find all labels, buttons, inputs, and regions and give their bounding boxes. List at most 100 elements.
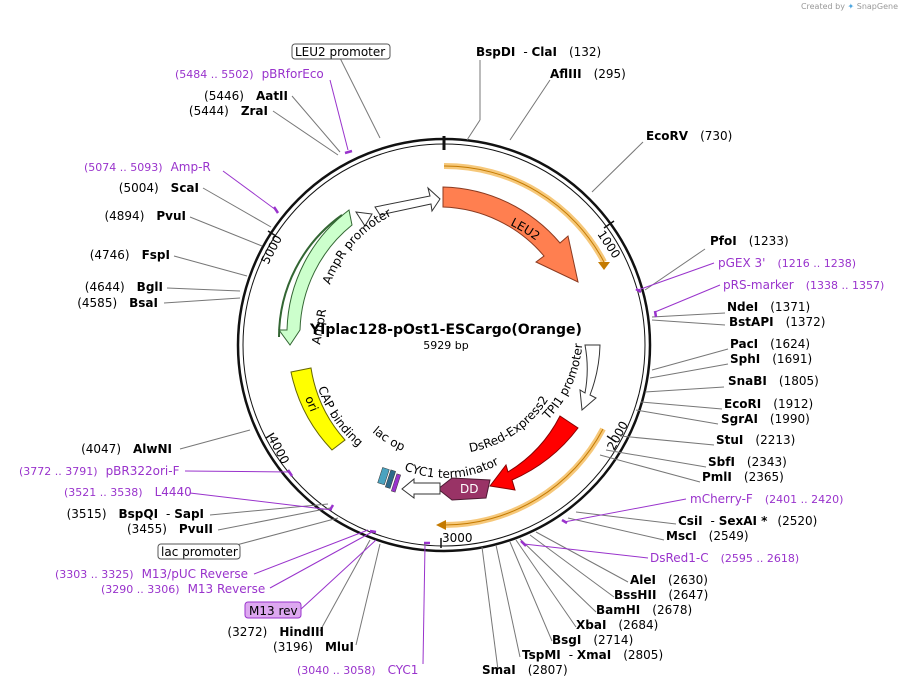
primer-dsred1c[interactable]: DsRed1-C(2595 .. 2618) — [650, 551, 799, 565]
leader-sphi — [649, 363, 729, 379]
cap-binding-block[interactable] — [385, 469, 396, 489]
tick-label-2000: 2000 — [604, 419, 631, 453]
site-alei-pos: (2630) — [668, 573, 708, 587]
primer-m13-reverse-name: M13 Reverse — [188, 582, 266, 596]
site-afliii[interactable]: AflIII(295) — [550, 67, 626, 81]
site-sphi[interactable]: SphI(1691) — [730, 352, 812, 366]
site-paci[interactable]: PacI(1624) — [730, 337, 810, 351]
leader-mcherry — [563, 498, 687, 523]
primer-ampr[interactable]: (5074 .. 5093)Amp-R — [84, 160, 211, 174]
leader-bgli — [166, 287, 241, 292]
ori-feature-arrow[interactable] — [290, 367, 346, 451]
lac-elements-cluster — [377, 467, 401, 493]
site-bsshii[interactable]: BssHII(2647) — [614, 588, 708, 602]
primer-pgex-range: (1216 .. 1238) — [777, 257, 856, 270]
site-xbai[interactable]: XbaI(2684) — [576, 618, 658, 632]
site-ecori[interactable]: EcoRI(1912) — [724, 397, 813, 411]
site-pfoi[interactable]: PfoI(1233) — [710, 234, 789, 248]
site-pvuii-pos: (3455) — [127, 522, 167, 536]
leader-bsshii — [529, 534, 615, 598]
site-bamhi[interactable]: BamHI(2678) — [596, 603, 692, 617]
site-zrai[interactable]: (5444)ZraI — [189, 104, 268, 118]
primer-l4440[interactable]: (3521 .. 3538)L4440 — [64, 485, 192, 499]
dsred-express2-arrow[interactable] — [489, 415, 579, 491]
leader-alei — [535, 531, 629, 583]
site-snabi[interactable]: SnaBI(1805) — [728, 374, 819, 388]
site-bsai-name: BsaI — [129, 296, 158, 310]
site-bstapi[interactable]: BstAPI(1372) — [729, 315, 825, 329]
site-ecorv[interactable]: EcoRV(730) — [646, 129, 732, 143]
site-afliii-name: AflIII — [550, 67, 582, 81]
primer-m13-reverse[interactable]: (3290 .. 3306)M13 Reverse — [101, 582, 265, 596]
site-sbfi[interactable]: SbfI(2343) — [708, 455, 787, 469]
site-scai[interactable]: (5004)ScaI — [119, 181, 199, 195]
site-tspmi[interactable]: TspMI- XmaI(2805) — [522, 648, 663, 662]
lac-promoter-box[interactable] — [157, 543, 241, 560]
site-pmli[interactable]: PmlI(2365) — [702, 470, 784, 484]
primer-prs[interactable]: pRS-marker(1338 .. 1357) — [723, 278, 884, 292]
primer-pbrforeco-name: pBRforEco — [262, 67, 324, 81]
leader-bsgi — [509, 541, 553, 642]
site-pvui-pos: (4894) — [104, 209, 144, 223]
site-fspi[interactable]: (4746)FspI — [90, 248, 170, 262]
site-sgrai[interactable]: SgrAI(1990) — [721, 412, 810, 426]
site-aatii-pos: (5446) — [204, 89, 244, 103]
leu2-promoter-box[interactable] — [291, 43, 391, 60]
lac-operator-block[interactable] — [377, 467, 390, 486]
site-pmli-pos: (2365) — [744, 470, 784, 484]
ampr-promoter-small-arrow[interactable] — [355, 211, 373, 227]
site-bspqi-name: BspQI — [119, 507, 159, 521]
primer-pgex[interactable]: pGEX 3'(1216 .. 1238) — [718, 256, 856, 270]
site-bsgi[interactable]: BsgI(2714) — [552, 633, 633, 647]
leader-ndei — [651, 312, 726, 318]
primer-pbr322ori[interactable]: (3772 .. 3791)pBR322ori-F — [19, 464, 180, 478]
site-alwni[interactable]: (4047)AlwNI — [81, 442, 172, 456]
site-alei[interactable]: AleI(2630) — [630, 573, 708, 587]
leader-m13rev-box — [299, 539, 377, 611]
site-bspqi-pos: (3515) — [67, 507, 107, 521]
dd-feature-arrow[interactable] — [437, 477, 491, 501]
site-stui-name: StuI — [716, 433, 743, 447]
site-ndei[interactable]: NdeI(1371) — [727, 300, 810, 314]
m13-rev-box[interactable] — [244, 601, 302, 619]
site-hindiii[interactable]: (3272)HindIII — [227, 625, 324, 639]
site-sgrai-pos: (1990) — [770, 412, 810, 426]
site-pfoi-pos: (1233) — [749, 234, 789, 248]
site-aatii[interactable]: (5446)AatII — [204, 89, 288, 103]
ampr-feature-arrow[interactable] — [278, 209, 353, 346]
tick-2000 — [606, 435, 617, 443]
leader-pvuii — [217, 507, 331, 531]
primer-leader-lines — [184, 79, 721, 665]
leader-bamhi — [519, 538, 597, 613]
site-scai-pos: (5004) — [119, 181, 159, 195]
primer-mcherry[interactable]: mCherry-F(2401 .. 2420) — [690, 492, 843, 506]
primer-pbrforeco[interactable]: (5484 .. 5502)pBRforEco — [175, 67, 324, 81]
snapgene-logo-icon: ✦ — [847, 2, 855, 11]
site-smai[interactable]: SmaI(2807) — [482, 663, 568, 677]
primer-m13puc[interactable]: (3303 .. 3325)M13/pUC Reverse — [55, 567, 248, 581]
cyc1-terminator-arrow[interactable] — [401, 477, 441, 499]
site-bsai[interactable]: (4585)BsaI — [77, 296, 158, 310]
site-bspdi[interactable]: BspDI- ClaI(132) — [476, 45, 601, 59]
site-stui[interactable]: StuI(2213) — [716, 433, 795, 447]
site-pvui[interactable]: (4894)PvuI — [104, 209, 186, 223]
leader-leu2-promoter — [339, 57, 381, 139]
site-mlui[interactable]: (3196)MluI — [273, 640, 354, 654]
site-labels-right: BspDI- ClaI(132) AflIII(295) EcoRV(730) … — [476, 45, 825, 677]
site-csii[interactable]: CsiI- SexAI *(2520) — [678, 514, 817, 528]
leader-mlui — [355, 543, 381, 646]
leu2-feature-arrow[interactable] — [442, 186, 579, 283]
plasmid-size: 5929 bp — [423, 339, 468, 352]
site-msci[interactable]: MscI(2549) — [666, 529, 749, 543]
primer-cyc1[interactable]: (3040 .. 3058)CYC1 — [297, 663, 418, 677]
site-msci-name: MscI — [666, 529, 697, 543]
site-pvuii[interactable]: (3455)PvuII — [127, 522, 213, 536]
site-sbfi-pos: (2343) — [747, 455, 787, 469]
ampr-promoter-arrow[interactable] — [374, 186, 441, 216]
site-ndei-name: NdeI — [727, 300, 758, 314]
site-bspqi[interactable]: (3515)BspQI- SapI — [67, 507, 204, 521]
primer-mark-pbrforeco — [344, 149, 353, 155]
m13-rev-block[interactable] — [391, 473, 401, 493]
site-bgli[interactable]: (4644)BglI — [85, 280, 163, 294]
tpi1-promoter-arrow[interactable] — [579, 344, 601, 412]
